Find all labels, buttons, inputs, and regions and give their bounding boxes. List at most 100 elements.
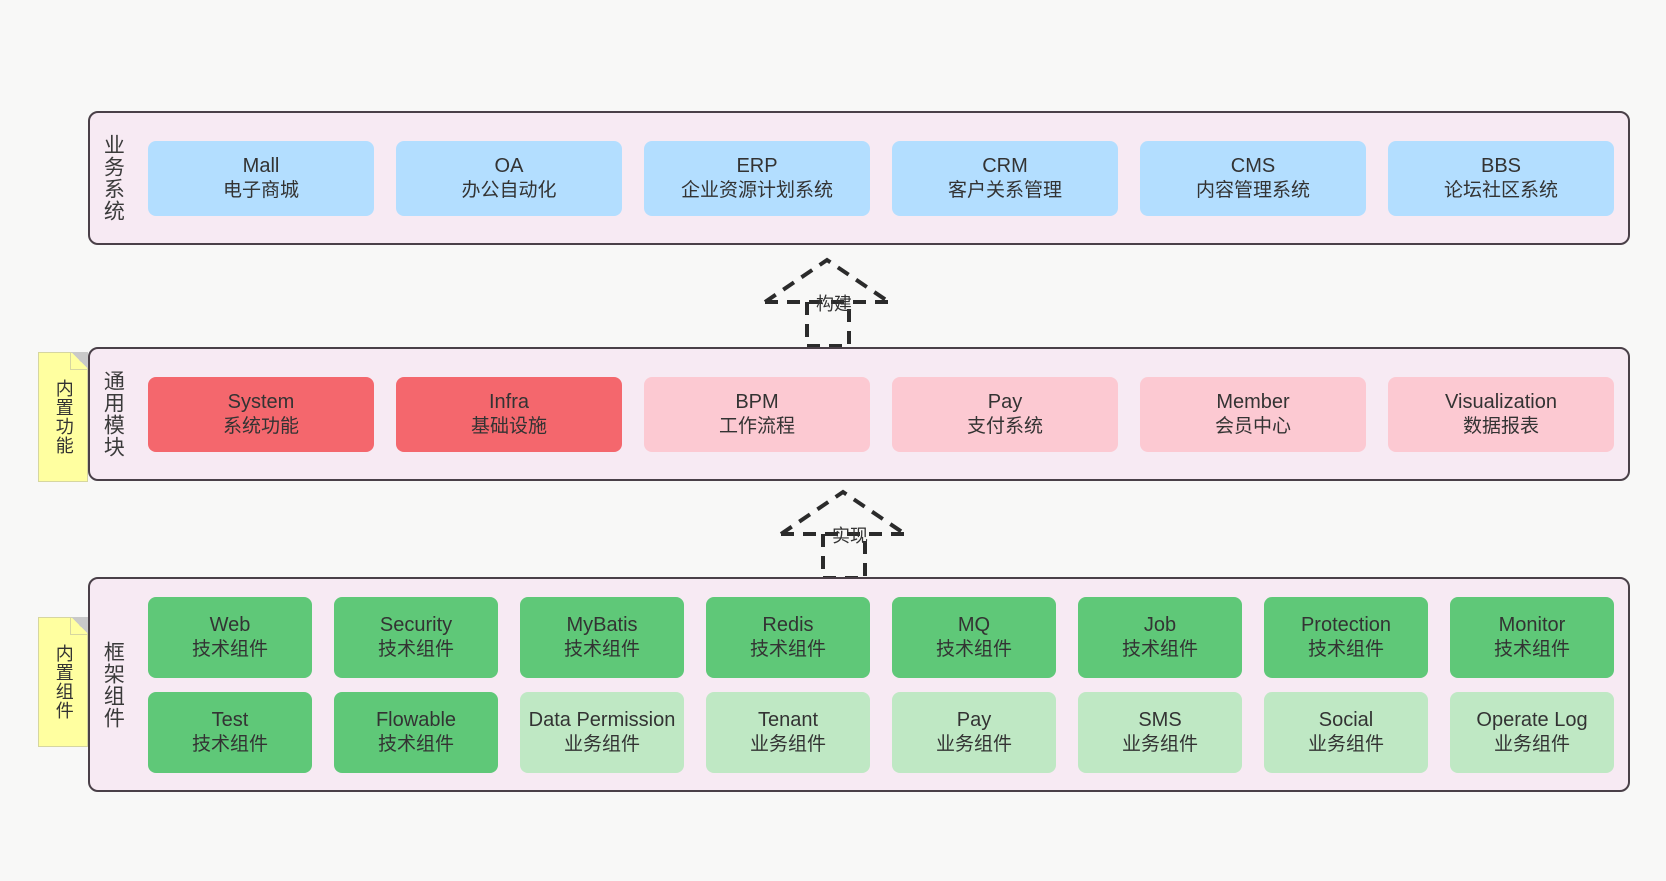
card-title: Pay	[956, 708, 992, 731]
card-subtitle: 技术组件	[1307, 638, 1384, 660]
card-subtitle: 技术组件	[191, 638, 268, 660]
card-title: Job	[1143, 613, 1177, 636]
card-pay[interactable]: Pay 支付系统	[892, 376, 1118, 452]
card-title: Test	[211, 708, 249, 731]
note-builtin-component: 内置组件	[38, 617, 88, 747]
card-redis[interactable]: Redis 技术组件	[706, 596, 870, 678]
card-subtitle: 技术组件	[1121, 638, 1198, 660]
card-row: Test 技术组件 Flowable 技术组件 Data Permission …	[148, 691, 1614, 773]
card-job[interactable]: Job 技术组件	[1078, 596, 1242, 678]
card-subtitle: 客户关系管理	[947, 179, 1062, 201]
card-operate-log[interactable]: Operate Log 业务组件	[1450, 691, 1614, 773]
card-title: MyBatis	[566, 613, 638, 636]
card-crm[interactable]: CRM 客户关系管理	[892, 140, 1118, 216]
card-title: Visualization	[1445, 390, 1557, 413]
card-monitor[interactable]: Monitor 技术组件	[1450, 596, 1614, 678]
card-title: Web	[209, 613, 251, 636]
connector-implement: 实现	[765, 486, 945, 582]
card-title: Data Permission	[528, 708, 676, 731]
card-mybatis[interactable]: MyBatis 技术组件	[520, 596, 684, 678]
card-title: Monitor	[1498, 613, 1566, 636]
layer-title-framework-component: 框架组件	[101, 640, 125, 729]
card-subtitle: 业务组件	[1121, 733, 1198, 755]
card-tenant[interactable]: Tenant 业务组件	[706, 691, 870, 773]
card-mq[interactable]: MQ 技术组件	[892, 596, 1056, 678]
card-title: BPM	[735, 390, 779, 413]
card-title: SMS	[1138, 708, 1182, 731]
card-security[interactable]: Security 技术组件	[334, 596, 498, 678]
connector-label-build: 构建	[816, 294, 852, 314]
card-subtitle: 工作流程	[718, 415, 795, 437]
card-title: Infra	[488, 390, 530, 413]
card-subtitle: 系统功能	[222, 415, 299, 437]
card-subtitle: 基础设施	[470, 415, 547, 437]
card-subtitle: 技术组件	[749, 638, 826, 660]
card-bpm[interactable]: BPM 工作流程	[644, 376, 870, 452]
card-infra[interactable]: Infra 基础设施	[396, 376, 622, 452]
card-subtitle: 技术组件	[935, 638, 1012, 660]
card-subtitle: 业务组件	[935, 733, 1012, 755]
card-row: Web 技术组件 Security 技术组件 MyBatis 技术组件 Redi…	[148, 596, 1614, 678]
card-cms[interactable]: CMS 内容管理系统	[1140, 140, 1366, 216]
card-title: Pay	[987, 390, 1023, 413]
card-subtitle: 电子商城	[222, 179, 299, 201]
card-pay-business[interactable]: Pay 业务组件	[892, 691, 1056, 773]
note-label: 内置组件	[53, 644, 74, 720]
note-label: 内置功能	[53, 379, 74, 455]
card-title: Redis	[762, 613, 814, 636]
card-member[interactable]: Member 会员中心	[1140, 376, 1366, 452]
card-subtitle: 数据报表	[1462, 415, 1539, 437]
card-flowable[interactable]: Flowable 技术组件	[334, 691, 498, 773]
layer-common-module: 通用模块 System 系统功能 Infra 基础设施 BPM 工作流程 Pay…	[88, 347, 1630, 481]
card-title: Tenant	[757, 708, 819, 731]
card-subtitle: 办公自动化	[461, 179, 557, 201]
card-subtitle: 技术组件	[563, 638, 640, 660]
layer-body-business-system: Mall 电子商城 OA 办公自动化 ERP 企业资源计划系统 CRM 客户关系…	[134, 113, 1628, 243]
layer-title-business-system: 业务系统	[101, 134, 125, 222]
card-web[interactable]: Web 技术组件	[148, 596, 312, 678]
card-title: CRM	[982, 154, 1028, 177]
card-subtitle: 技术组件	[377, 733, 454, 755]
card-protection[interactable]: Protection 技术组件	[1264, 596, 1428, 678]
card-subtitle: 业务组件	[749, 733, 826, 755]
card-title: Social	[1318, 708, 1374, 731]
connector-build: 构建	[749, 254, 929, 350]
card-title: Security	[379, 613, 453, 636]
card-erp[interactable]: ERP 企业资源计划系统	[644, 140, 870, 216]
card-bbs[interactable]: BBS 论坛社区系统	[1388, 140, 1614, 216]
card-system[interactable]: System 系统功能	[148, 376, 374, 452]
card-title: System	[227, 390, 295, 413]
card-social[interactable]: Social 业务组件	[1264, 691, 1428, 773]
card-title: CMS	[1230, 154, 1276, 177]
card-subtitle: 论坛社区系统	[1443, 179, 1558, 201]
card-title: BBS	[1480, 154, 1522, 177]
card-oa[interactable]: OA 办公自动化	[396, 140, 622, 216]
card-subtitle: 支付系统	[966, 415, 1043, 437]
card-subtitle: 业务组件	[1493, 733, 1570, 755]
card-subtitle: 会员中心	[1214, 415, 1291, 437]
card-data-permission[interactable]: Data Permission 业务组件	[520, 691, 684, 773]
layer-body-common-module: System 系统功能 Infra 基础设施 BPM 工作流程 Pay 支付系统…	[134, 349, 1628, 479]
card-row: Mall 电子商城 OA 办公自动化 ERP 企业资源计划系统 CRM 客户关系…	[148, 140, 1614, 216]
note-builtin-function: 内置功能	[38, 352, 88, 482]
card-subtitle: 企业资源计划系统	[680, 179, 833, 201]
card-title: ERP	[736, 154, 778, 177]
card-title: Mall	[242, 154, 280, 177]
card-sms[interactable]: SMS 业务组件	[1078, 691, 1242, 773]
card-title: Operate Log	[1476, 708, 1588, 731]
card-subtitle: 业务组件	[563, 733, 640, 755]
card-title: Flowable	[375, 708, 457, 731]
card-subtitle: 业务组件	[1307, 733, 1384, 755]
layer-body-framework-component: Web 技术组件 Security 技术组件 MyBatis 技术组件 Redi…	[134, 579, 1628, 790]
card-title: OA	[494, 154, 524, 177]
card-subtitle: 技术组件	[1493, 638, 1570, 660]
layer-framework-component: 框架组件 Web 技术组件 Security 技术组件 MyBatis 技术组件…	[88, 577, 1630, 792]
card-visualization[interactable]: Visualization 数据报表	[1388, 376, 1614, 452]
card-test[interactable]: Test 技术组件	[148, 691, 312, 773]
card-subtitle: 技术组件	[377, 638, 454, 660]
card-mall[interactable]: Mall 电子商城	[148, 140, 374, 216]
card-title: Member	[1216, 390, 1290, 413]
layer-title-common-module: 通用模块	[101, 370, 125, 458]
card-subtitle: 内容管理系统	[1195, 179, 1310, 201]
